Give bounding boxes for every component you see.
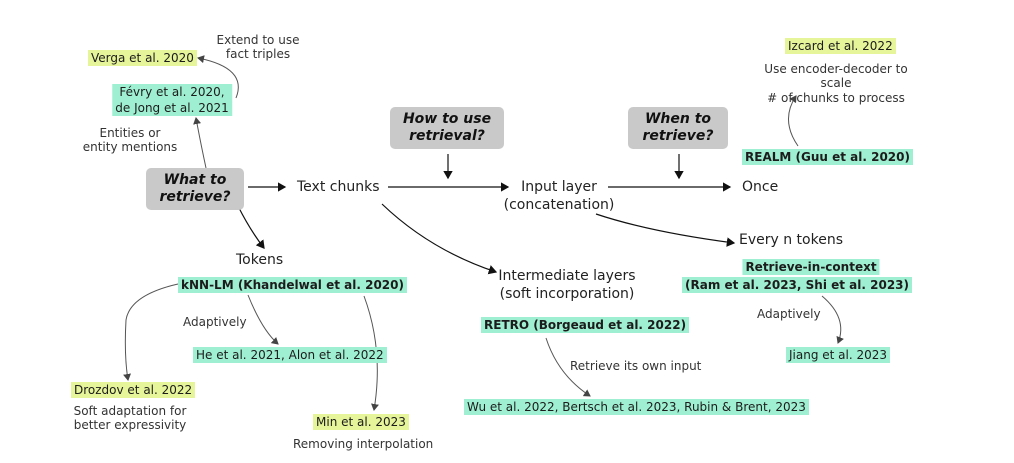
arrow-fevry-to-verga [197,55,239,99]
ref-fevry-dejong: Févry et al. 2020, de Jong et al. 2021 [112,84,232,116]
ref-jiang-2023: Jiang et al. 2023 [786,347,891,363]
arrow-knnlm-to-he [247,294,279,345]
node-tokens: Tokens [236,252,284,268]
question-how-to-use-retrieval: How to use retrieval? [390,107,504,149]
ref-drozdov-2022: Drozdov et al. 2022 [71,382,196,398]
ref-retrieve-in-context: Retrieve-in-context [742,259,880,275]
note-extend-fact-triples: Extend to use fact triples [216,33,300,62]
node-every-n-tokens: Every n tokens [739,232,844,248]
node-input-layer: Input layer [521,179,597,195]
ref-wu-bertsch-rubin: Wu et al. 2022, Bertsch et al. 2023, Rub… [464,399,809,415]
arrow-ric-to-jiang [821,295,844,344]
node-soft-incorporation: (soft incorporation) [499,286,635,302]
note-encoder-decoder: Use encoder-decoder to scale # of chunks… [764,62,908,105]
arrow-what-to-fevry [193,117,207,169]
arrow-input-to-everyn [595,213,736,247]
question-what-label: What to retrieve? [159,172,231,205]
ref-ram-shi: (Ram et al. 2023, Shi et al. 2023) [682,277,912,293]
arrow-textchunks-to-intermediate [381,203,498,275]
note-adaptively-right: Adaptively [757,307,821,321]
ref-izcard-2022: Izcard et al. 2022 [785,38,896,54]
node-once: Once [742,179,779,195]
node-text-chunks: Text chunks [297,179,380,195]
ref-knn-lm: kNN-LM (Khandelwal et al. 2020) [178,277,407,293]
arrow-retro-to-wu [545,337,591,397]
note-adaptively-left: Adaptively [183,315,247,329]
ref-min-2023: Min et al. 2023 [313,414,409,430]
note-removing-interpolation: Removing interpolation [293,437,434,451]
node-intermediate-layers: Intermediate layers [498,268,636,284]
question-when-label: When to retrieve? [642,111,714,144]
question-when-to-retrieve: When to retrieve? [628,107,728,149]
arrow-what-to-tokens [237,205,265,249]
ref-realm: REALM (Guu et al. 2020) [742,149,913,165]
node-concatenation: (concatenation) [503,197,615,213]
question-what-to-retrieve: What to retrieve? [146,168,244,210]
question-how-label: How to use retrieval? [402,111,492,144]
ref-verga-2020: Verga et al. 2020 [88,50,197,66]
arrow-realm-to-izcard [788,95,799,147]
ref-he-alon: He et al. 2021, Alon et al. 2022 [193,347,387,363]
ref-retro: RETRO (Borgeaud et al. 2022) [481,317,690,333]
note-soft-adaptation: Soft adaptation for better expressivity [73,404,187,433]
arrow-knnlm-to-drozdov [123,283,179,381]
note-entities: Entities or entity mentions [82,126,178,155]
note-retrieve-own-input: Retrieve its own input [570,359,702,373]
